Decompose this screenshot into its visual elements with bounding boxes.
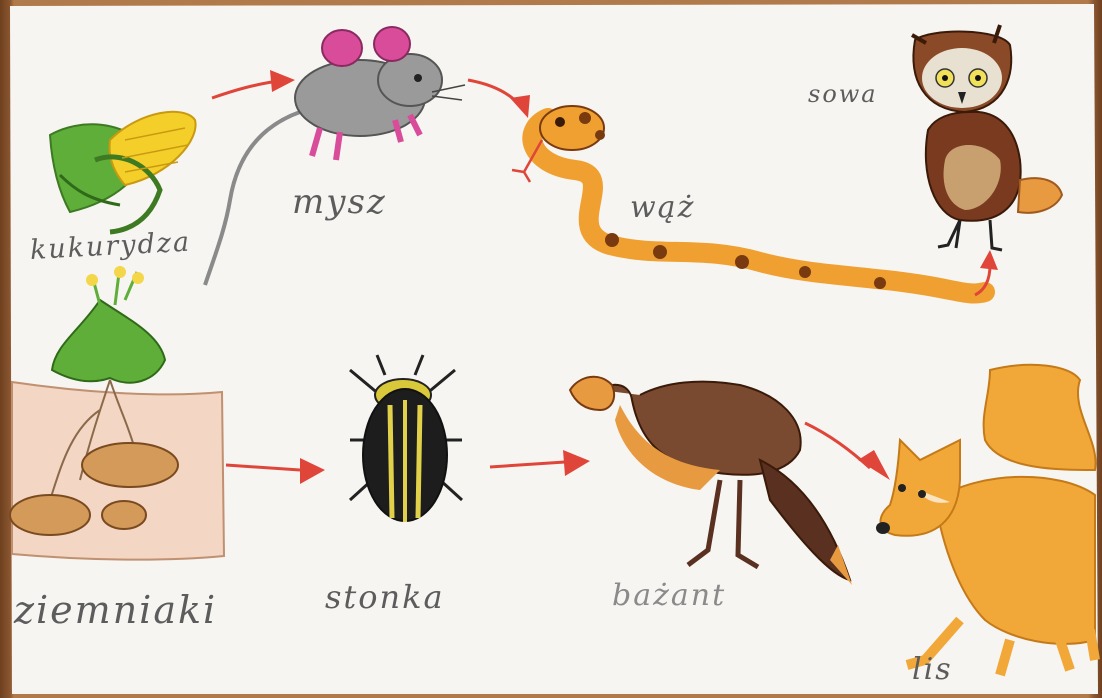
label-beetle: stonka bbox=[325, 578, 445, 616]
label-mouse: mysz bbox=[292, 182, 387, 222]
label-owl: sowa bbox=[808, 80, 878, 108]
label-pheasant: bażant bbox=[612, 578, 726, 613]
label-snake: wąż bbox=[630, 190, 695, 225]
label-fox: lis bbox=[912, 652, 953, 687]
label-potatoes: ziemniaki bbox=[14, 588, 217, 632]
